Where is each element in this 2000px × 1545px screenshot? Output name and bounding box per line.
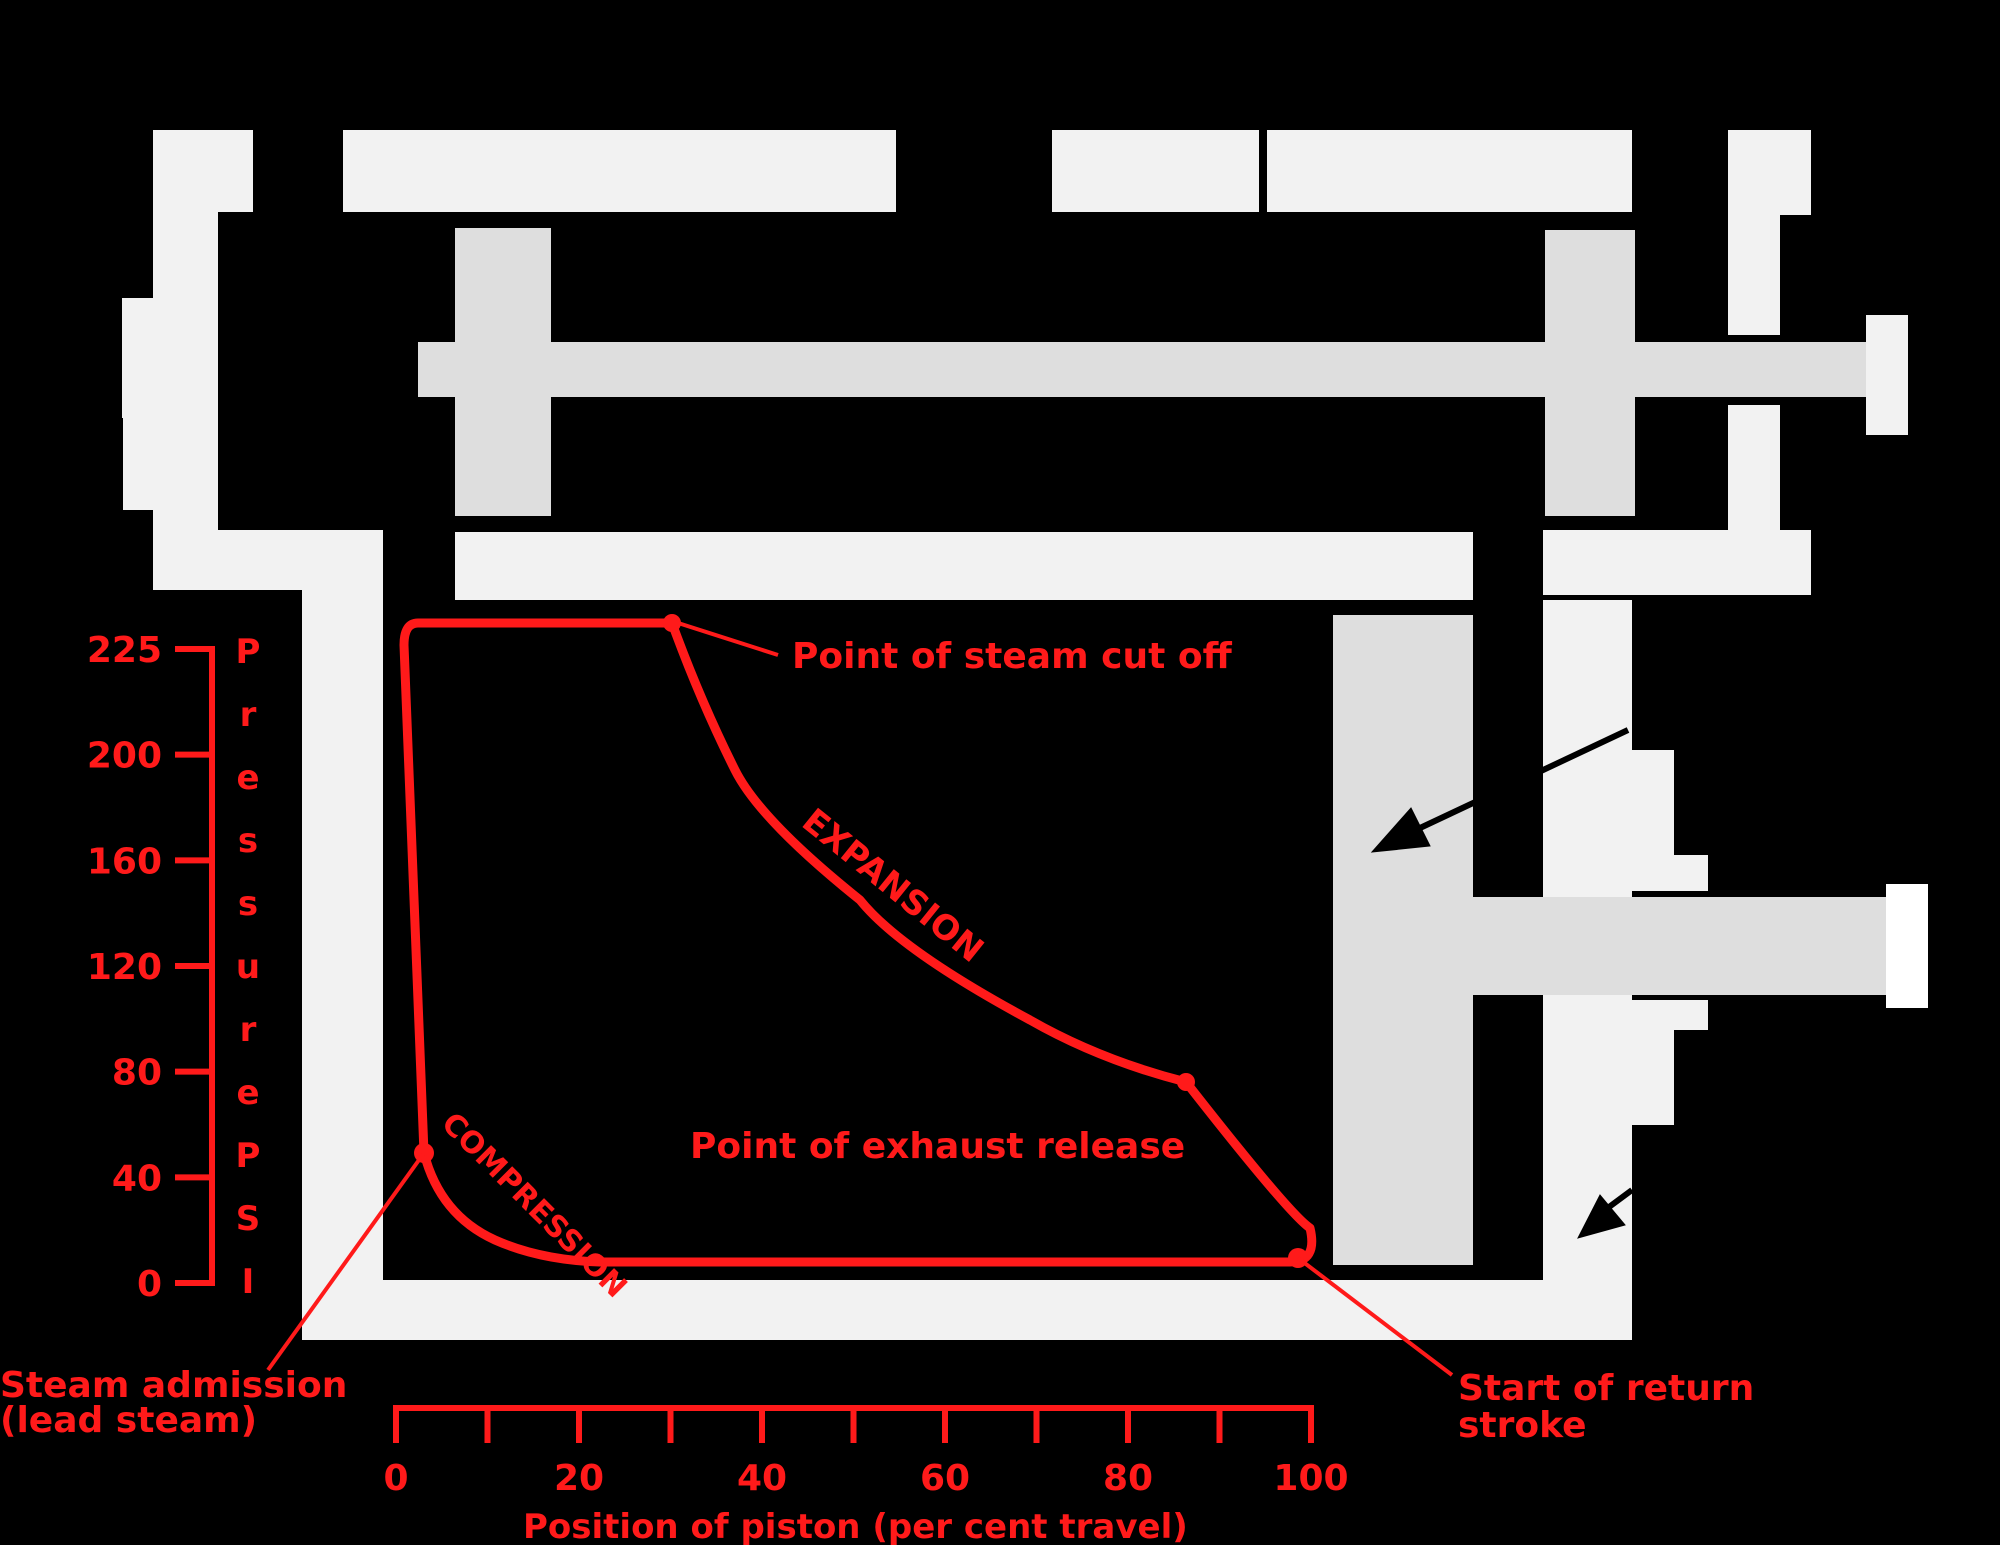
- y-axis-title-char: u: [236, 947, 260, 987]
- valve-rod: [418, 342, 1870, 397]
- cut-off-leader: [674, 620, 779, 657]
- x-tick-label: 100: [1273, 1458, 1348, 1499]
- cylinder-right-step-lower-lip: [1632, 1000, 1708, 1030]
- cylinder-right-port-block-upper: [1543, 600, 1632, 890]
- x-tick-label: 0: [383, 1458, 408, 1499]
- valve-piston-right: [1545, 230, 1635, 516]
- main-piston: [1333, 615, 1890, 1265]
- y-axis-title-char: r: [240, 695, 257, 735]
- valve-chest-top-mid: [1052, 130, 1259, 212]
- compression-label: COMPRESSION: [434, 1106, 633, 1305]
- leader-lines: [266, 620, 1454, 1377]
- y-tick-label: 80: [112, 1053, 162, 1094]
- cylinder-right-step-upper: [1632, 750, 1674, 855]
- y-axis-title-char: I: [242, 1262, 255, 1302]
- y-tick-label: 40: [112, 1158, 162, 1199]
- exhaust-arrow-head: [1577, 1194, 1626, 1239]
- valve-chest-left-cap: [153, 130, 253, 212]
- y-axis-ticks: 225 200 160 120 80 40 0: [87, 630, 215, 1305]
- valve-chest-left-flange: [122, 298, 188, 418]
- return-stroke-label-line1: Start of return: [1458, 1368, 1754, 1409]
- valve-chest: [122, 130, 1811, 595]
- y-axis-title-char: P: [236, 1136, 261, 1176]
- valve-chest-right-wall-upper: [1728, 130, 1780, 335]
- x-tick-label: 40: [737, 1458, 787, 1499]
- y-tick-label: 160: [87, 841, 162, 882]
- slide-valve: [418, 228, 1870, 516]
- cut-off-point: [663, 614, 681, 632]
- steam-inlet-arrow-line: [1418, 727, 1630, 831]
- piston-rod: [1473, 897, 1890, 995]
- steam-inlet-arrow-head: [1370, 807, 1431, 853]
- indicator-points: [414, 614, 1308, 1268]
- y-axis-title-char: e: [236, 1073, 259, 1113]
- exhaust-release-label: Point of exhaust release: [690, 1126, 1185, 1167]
- return-stroke-label-line2: stroke: [1458, 1405, 1587, 1446]
- piston-head: [1333, 615, 1473, 1265]
- y-tick-label: 200: [87, 736, 162, 777]
- admission-leader: [266, 1151, 426, 1372]
- valve-piston-left: [455, 228, 551, 516]
- valve-chest-top-right: [1267, 130, 1632, 212]
- x-tick-label: 80: [1103, 1458, 1153, 1499]
- y-tick-label: 225: [87, 630, 162, 671]
- cylinder-right-step-lower: [1632, 1030, 1674, 1125]
- exhaust-release-point: [1177, 1073, 1195, 1091]
- y-axis-title-char: P: [236, 632, 261, 672]
- y-tick-label: 120: [87, 947, 162, 988]
- y-axis-title-char: s: [238, 884, 258, 924]
- x-axis-ticks: 0 20 40 60 80 100: [383, 1405, 1349, 1499]
- y-axis-title-char: e: [236, 758, 259, 798]
- admission-label-line2: (lead steam): [0, 1400, 257, 1441]
- valve-chest-top-left: [343, 130, 896, 212]
- x-axis-title: Position of piston (per cent travel): [523, 1507, 1188, 1545]
- flow-arrows: [1370, 727, 1634, 1239]
- expansion-label: EXPANSION: [794, 801, 991, 971]
- cylinder-top-wall: [455, 532, 1473, 600]
- piston-rod-gland: [1886, 884, 1928, 1008]
- y-axis-title-char: r: [240, 1010, 257, 1050]
- cylinder-right-step-upper-lip: [1632, 855, 1708, 891]
- cylinder-housing: [302, 532, 1708, 1340]
- return-stroke-leader: [1296, 1256, 1454, 1377]
- x-tick-label: 20: [554, 1458, 604, 1499]
- valve-rod-gland: [1866, 315, 1908, 435]
- valve-chest-right-wall-lower: [1728, 405, 1780, 530]
- cut-off-label: Point of steam cut off: [792, 636, 1233, 677]
- y-axis-title-char: S: [236, 1199, 261, 1239]
- y-tick-label: 0: [137, 1264, 162, 1305]
- y-axis-title-char: s: [238, 821, 258, 861]
- x-axis: 0 20 40 60 80 100 Position of piston (per cen…: [383, 1405, 1349, 1545]
- admission-label-line1: Steam admission: [0, 1365, 347, 1406]
- x-tick-label: 60: [920, 1458, 970, 1499]
- valve-chest-right-base: [1543, 530, 1811, 595]
